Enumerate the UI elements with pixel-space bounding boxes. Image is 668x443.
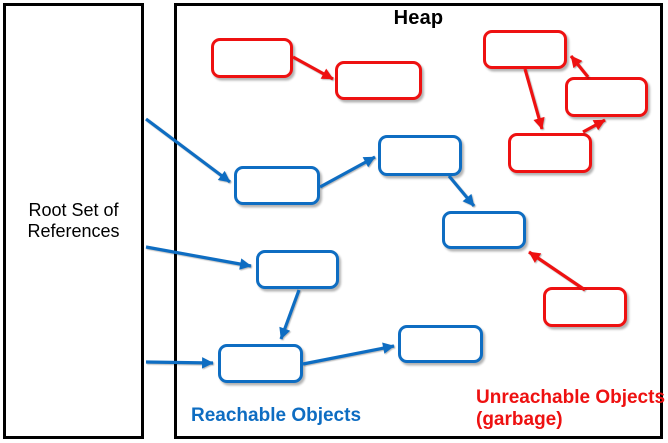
root-set-label-line1: Root Set of bbox=[28, 200, 119, 220]
heap-object-unreachable-4 bbox=[565, 77, 648, 117]
heap-object-unreachable-6 bbox=[543, 287, 627, 327]
heap-object-unreachable-1 bbox=[211, 38, 293, 78]
unreachable-objects-label: Unreachable Objects (garbage) bbox=[476, 387, 665, 430]
root-set-label: Root Set of References bbox=[3, 200, 144, 242]
reachable-objects-label: Reachable Objects bbox=[191, 405, 362, 426]
heap-object-reachable-5 bbox=[218, 344, 303, 383]
heap-object-reachable-6 bbox=[398, 325, 483, 363]
root-set-panel bbox=[3, 3, 144, 439]
unreachable-objects-label-line1: Unreachable Objects bbox=[476, 387, 666, 408]
heap-object-reachable-2 bbox=[378, 135, 462, 176]
heap-object-unreachable-2 bbox=[335, 61, 422, 100]
heap-object-reachable-1 bbox=[234, 166, 320, 205]
root-set-label-line2: References bbox=[27, 221, 120, 241]
unreachable-objects-label-line2: (garbage) bbox=[476, 408, 563, 430]
heap-object-reachable-4 bbox=[256, 250, 339, 289]
heap-object-reachable-3 bbox=[442, 211, 526, 249]
heap-label: Heap bbox=[393, 7, 444, 29]
heap-object-unreachable-3 bbox=[483, 30, 567, 69]
heap-object-unreachable-5 bbox=[508, 133, 592, 173]
